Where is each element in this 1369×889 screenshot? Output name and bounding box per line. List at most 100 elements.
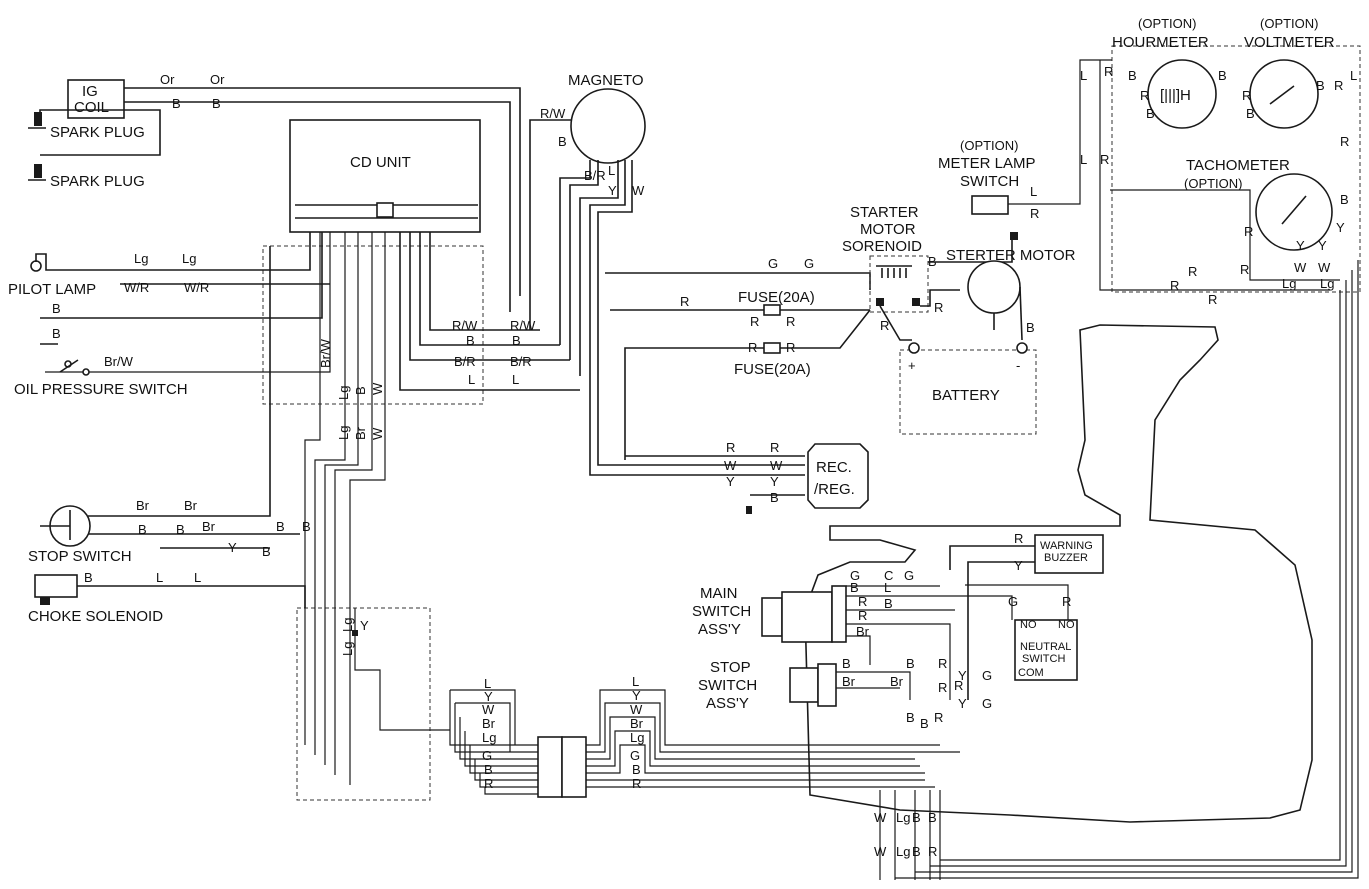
bottom-exit-bundle	[879, 260, 1359, 880]
svg-text:R: R	[770, 440, 779, 455]
ig-coil-box	[67, 79, 125, 119]
starter-solenoid-label-1: STARTER	[850, 204, 919, 221]
svg-text:Lg: Lg	[1320, 276, 1334, 291]
svg-text:Lg: Lg	[482, 730, 496, 745]
svg-text:R: R	[1240, 262, 1249, 277]
choke-solenoid-stem	[40, 597, 50, 605]
pilot-lamp-icon	[30, 260, 42, 272]
wire-code-b-g2: B	[52, 326, 61, 341]
svg-text:Br: Br	[856, 624, 870, 639]
battery-minus: -	[1016, 358, 1020, 373]
connector-bundle-right	[586, 689, 960, 788]
svg-text:Lg: Lg	[896, 844, 910, 859]
wire-magneto-y	[589, 160, 805, 476]
wire-coil-to-cd	[124, 87, 521, 296]
wire-code-g-nt: G	[1008, 594, 1018, 609]
svg-text:R: R	[1340, 134, 1349, 149]
svg-text:R: R	[938, 656, 947, 671]
connector-bundle-left	[449, 689, 538, 795]
wire-code-br-v2: Br	[353, 426, 368, 440]
wire-code-br-a: B/R	[454, 354, 476, 369]
wire-b-motor-batt	[1019, 286, 1023, 341]
svg-text:R: R	[1208, 292, 1217, 307]
stop-switch-label: STOP SWITCH	[28, 548, 132, 565]
svg-text:G: G	[630, 748, 640, 763]
starter-motor-label: STERTER MOTOR	[946, 247, 1076, 264]
wire-code-b-s4: B	[302, 519, 311, 534]
svg-text:W: W	[724, 458, 737, 473]
wire-cd-down-4	[324, 232, 359, 765]
wire-code-b-sa: B	[842, 656, 851, 671]
wire-code-w-v1: W	[370, 382, 385, 395]
neutral-no-2: NO	[1058, 619, 1075, 631]
wire-code-or-2: Or	[210, 72, 225, 87]
wire-code-br-s2: Br	[184, 498, 198, 513]
svg-text:R: R	[632, 776, 641, 791]
wire-code-lg-h2: Lg	[340, 642, 355, 656]
meter-wire-labels: L R B R B B R B B R L L R R B Y R Y Y W …	[1080, 64, 1357, 307]
wire-code-r-f1b: R	[786, 314, 795, 329]
meter-lamp-option-label: (OPTION)	[960, 138, 1019, 153]
svg-text:Lg: Lg	[1282, 276, 1296, 291]
svg-text:W: W	[1318, 260, 1331, 275]
wire-code-rw-a: R/W	[452, 318, 478, 333]
tachometer-dial	[1255, 173, 1333, 251]
main-switch-key	[761, 597, 783, 637]
svg-text:R: R	[1100, 152, 1109, 167]
battery-plus: +	[908, 358, 916, 373]
wire-code-r-nt: R	[1062, 594, 1071, 609]
wire-cd-down-1	[304, 232, 321, 745]
wire-code-wr-pl-2: W/R	[184, 280, 209, 295]
svg-text:W: W	[770, 458, 783, 473]
svg-text:G: G	[482, 748, 492, 763]
svg-text:B: B	[1218, 68, 1227, 83]
wire-stop-br	[88, 246, 271, 517]
wire-code-b-a: B	[466, 333, 475, 348]
svg-text:R: R	[858, 594, 867, 609]
wire-code-g-2: G	[804, 256, 814, 271]
solenoid-terminal-2	[912, 298, 920, 306]
svg-text:R: R	[1170, 278, 1179, 293]
ground-icon-top	[1010, 232, 1018, 240]
svg-text:R: R	[1104, 64, 1113, 79]
wire-main-sw-2	[846, 595, 1013, 620]
wire-b-sol-ground	[928, 238, 1013, 263]
svg-text:B: B	[770, 490, 779, 505]
voltmeter-option-label: (OPTION)	[1260, 16, 1319, 31]
wire-code-lg-pl-1: Lg	[134, 251, 148, 266]
meter-lamp-switch-label-2: SWITCH	[960, 173, 1019, 190]
main-switch-label-1: MAIN	[700, 585, 738, 602]
svg-text:Br: Br	[482, 716, 496, 731]
magneto-label: MAGNETO	[568, 72, 644, 89]
svg-text:G: G	[904, 568, 914, 583]
svg-text:R: R	[1188, 264, 1197, 279]
wire-main-sw-5	[846, 635, 871, 665]
svg-text:G: G	[850, 568, 860, 583]
wire-code-lg-h1: Lg	[340, 618, 355, 632]
wire-code-wr-pl-1: W/R	[124, 280, 149, 295]
hourmeter-label: HOURMETER	[1112, 34, 1209, 51]
wire-cd-rw	[429, 232, 540, 331]
starter-motor-body	[967, 260, 1021, 314]
wire-code-r-bz: R	[1014, 531, 1023, 546]
wire-code-y-h: Y	[360, 618, 369, 633]
wire-code-y-mag: Y	[608, 183, 617, 198]
svg-text:W: W	[482, 702, 495, 717]
rec-ground-icon	[746, 506, 752, 514]
wire-code-r-sol1: R	[880, 318, 889, 333]
wire-cd-br	[409, 232, 570, 361]
svg-text:L: L	[484, 676, 491, 691]
wire-code-b-g1: B	[52, 301, 61, 316]
wire-code-l-mag: L	[608, 163, 615, 178]
svg-text:Y: Y	[632, 688, 641, 703]
wire-code-b-s1: B	[138, 522, 147, 537]
neutral-no-1: NO	[1020, 619, 1037, 631]
svg-text:W: W	[874, 810, 887, 825]
svg-text:R: R	[484, 776, 493, 791]
svg-text:B: B	[906, 656, 915, 671]
wire-magneto-w	[597, 160, 805, 466]
svg-text:Lg: Lg	[630, 730, 644, 745]
svg-text:B: B	[920, 716, 929, 731]
svg-text:L: L	[632, 674, 639, 689]
wire-r-sol-batt	[879, 305, 912, 341]
